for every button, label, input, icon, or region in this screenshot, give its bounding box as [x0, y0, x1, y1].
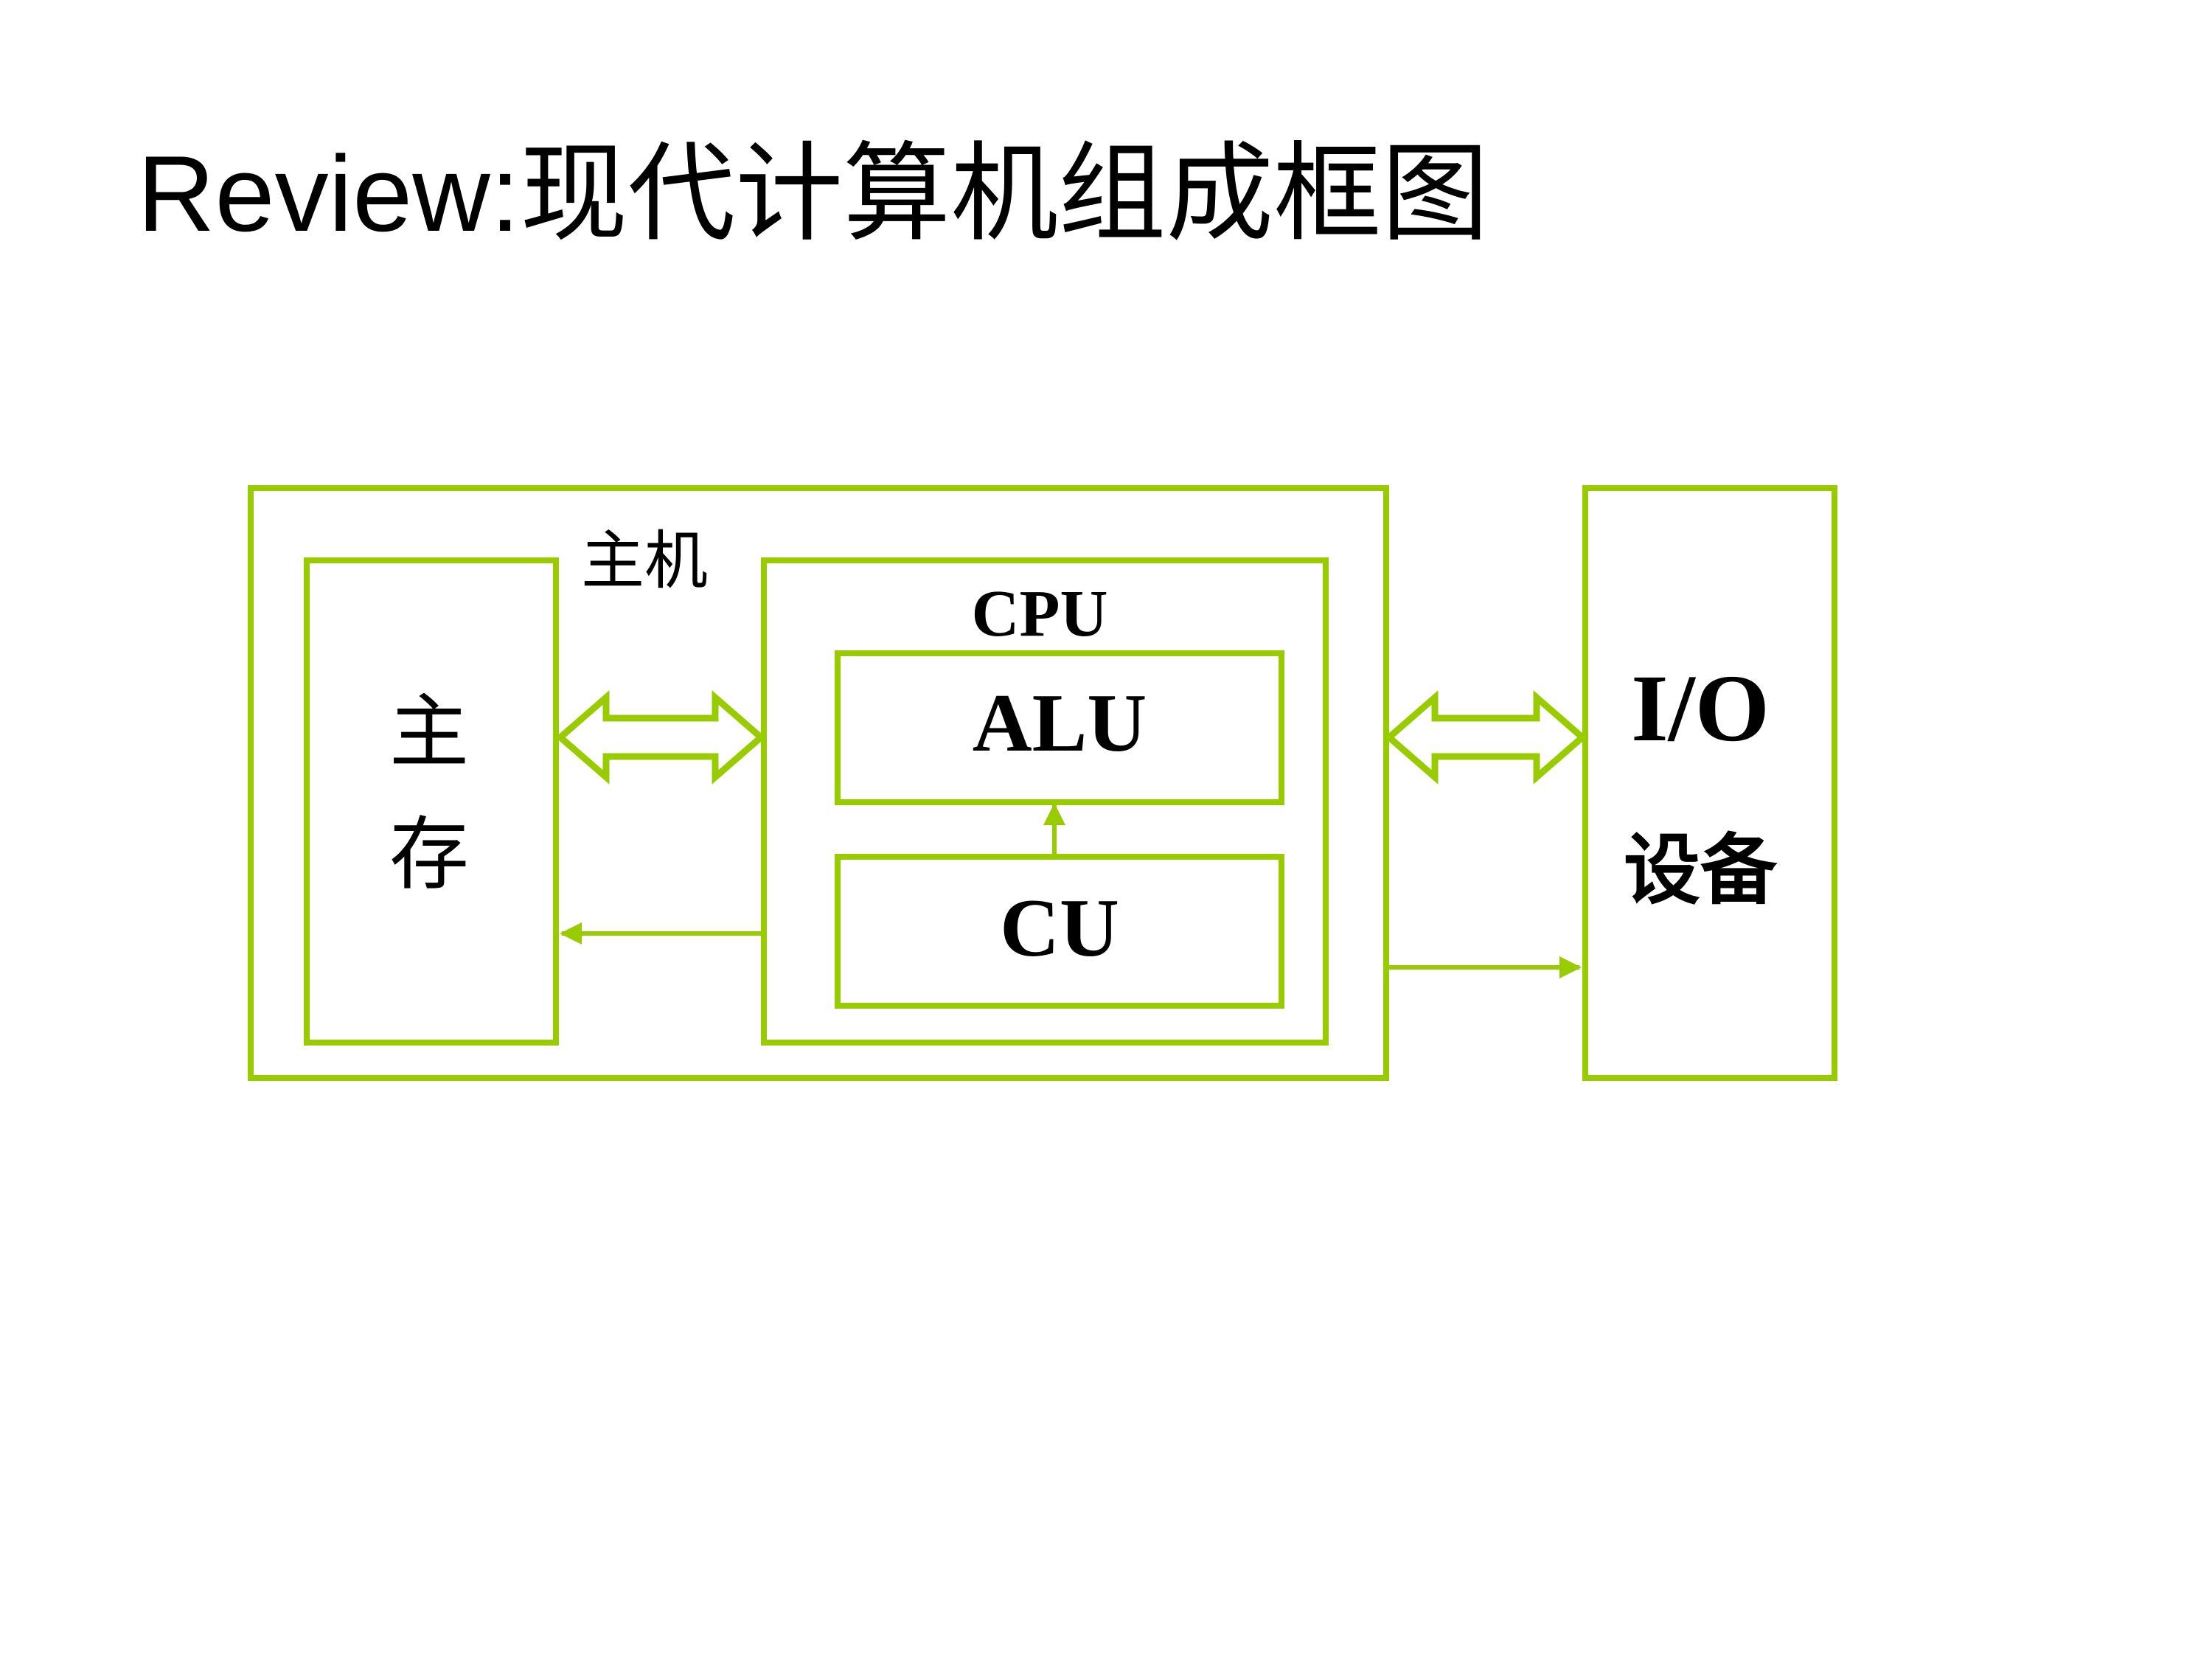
alu-label: ALU: [973, 678, 1147, 769]
cu-label: CU: [1000, 883, 1119, 974]
cu-box: [835, 854, 1284, 1009]
main-memory-char-1: 主: [389, 689, 469, 777]
main-memory-char-2: 存: [389, 812, 469, 900]
cpu-box: [761, 557, 1329, 1046]
host-label: 主机: [581, 526, 708, 597]
host-io-bidirectional-arrow: [1384, 690, 1587, 785]
io-device-sublabel: 设备: [1624, 829, 1778, 914]
main-memory-box: [304, 557, 559, 1046]
memory-cpu-bidirectional-arrow: [555, 690, 766, 785]
cpu-label: CPU: [972, 577, 1108, 650]
host-box: [248, 485, 1389, 1081]
slide-title: Review:现代计算机组成框图: [137, 133, 1489, 254]
io-label: I/O: [1631, 655, 1770, 762]
io-device-box: [1582, 485, 1837, 1081]
alu-box: [835, 650, 1284, 805]
